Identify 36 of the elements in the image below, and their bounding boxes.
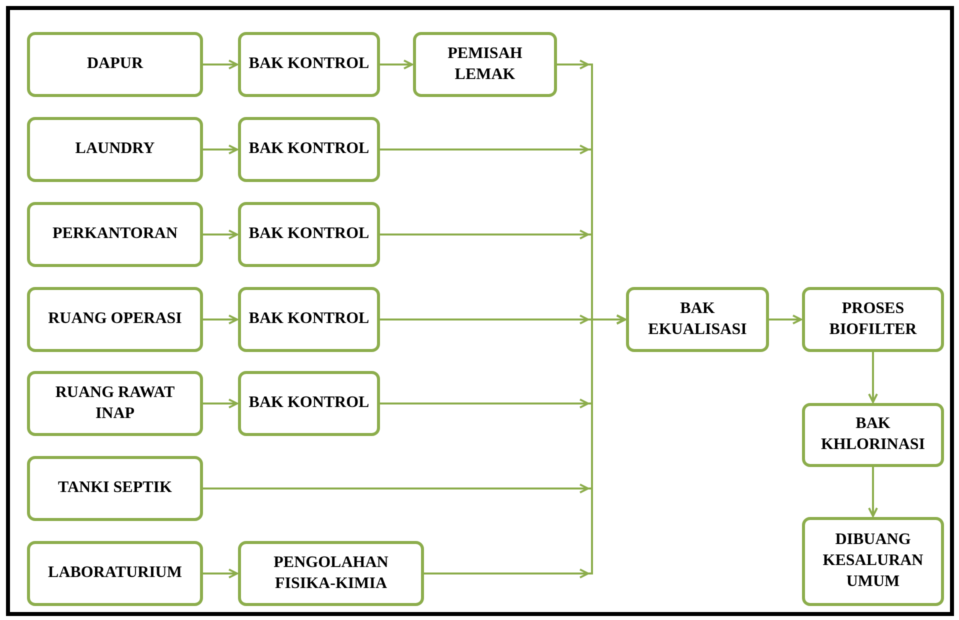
process-box [27, 117, 203, 182]
box-label: BAK KONTROL [248, 54, 370, 74]
process-box [802, 403, 944, 467]
process-box [27, 32, 203, 97]
process-box [413, 32, 557, 97]
box-label: RUANG RAWAT INAP [54, 382, 176, 424]
process-box [27, 202, 203, 267]
box-label: DIBUANG KESALURAN UMUM [822, 530, 924, 592]
process-box [238, 541, 424, 606]
process-box [27, 371, 203, 436]
box-label: TANKI SEPTIK [58, 478, 172, 498]
process-box [802, 517, 944, 606]
box-label: PROSES BIOFILTER [828, 298, 918, 340]
process-box [238, 32, 380, 97]
box-label: LABORATURIUM [48, 563, 182, 584]
box-label: BAK KONTROL [248, 309, 370, 330]
process-box [27, 287, 203, 352]
process-box [27, 456, 203, 521]
box-label: BAK KHLORINASI [820, 414, 926, 455]
box-label: PERKANTORAN [52, 224, 178, 244]
box-label: BAK KONTROL [248, 393, 370, 414]
box-label: LAUNDRY [75, 139, 155, 160]
box-label: BAK EKUALISASI [647, 298, 748, 340]
process-box [27, 541, 203, 606]
box-label: PEMISAH LEMAK [446, 44, 524, 84]
box-label: BAK KONTROL [248, 224, 370, 244]
process-box [238, 117, 380, 182]
process-box [238, 287, 380, 352]
box-label: PENGOLAHAN FISIKA-KIMIA [272, 552, 390, 594]
process-box [238, 202, 380, 267]
process-box [626, 287, 769, 352]
box-label: DAPUR [87, 54, 143, 74]
process-box [802, 287, 944, 352]
process-box [238, 371, 380, 436]
box-label: BAK KONTROL [248, 139, 370, 160]
box-label: RUANG OPERASI [48, 309, 182, 330]
